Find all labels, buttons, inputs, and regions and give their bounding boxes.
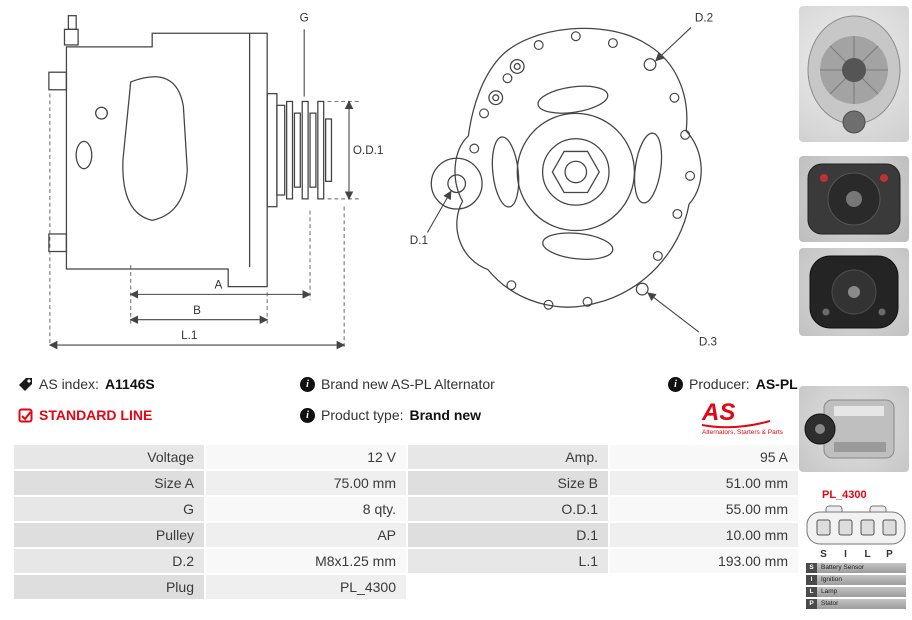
spec-row: Pulley AP D.1 10.00 mm — [14, 523, 798, 547]
product-photo-back-cover — [799, 248, 909, 336]
spec-label-cell: D.1 — [408, 523, 608, 547]
plug-pin-label-l: L — [864, 549, 870, 560]
product-type-row: i Product type: Brand new — [300, 407, 481, 423]
spec-label-cell — [408, 575, 608, 599]
legend-desc: Battery Sensor — [817, 563, 906, 573]
legend-row: I Ignition — [806, 575, 906, 585]
legend-pin: S — [806, 563, 817, 573]
legend-row: L Lamp — [806, 587, 906, 597]
legend-row: P Stator — [806, 599, 906, 609]
spec-value-cell: 8 qty. — [206, 497, 406, 521]
alternator-photo-front-icon — [807, 15, 901, 134]
dim-label-l1: L.1 — [181, 329, 197, 342]
spec-label-cell: D.2 — [14, 549, 204, 573]
product-photo-rear — [799, 156, 909, 242]
legend-desc: Stator — [817, 599, 906, 609]
spec-value-cell: 193.00 mm — [610, 549, 798, 573]
logo-tagline: Alternators, Starters & Parts — [702, 429, 784, 436]
alternator-photo-side-icon — [804, 399, 895, 459]
spec-label-cell: Plug — [14, 575, 204, 599]
legend-pin: L — [806, 587, 817, 597]
producer-value: AS-PL — [755, 376, 798, 392]
dim-label-od1: O.D.1 — [353, 144, 384, 157]
spec-label-cell: G — [14, 497, 204, 521]
spec-row: Voltage 12 V Amp. 95 A — [14, 445, 798, 469]
dim-label-d1: D.1 — [410, 234, 428, 247]
standard-line-row: STANDARD LINE — [18, 407, 152, 423]
spec-value-cell: PL_4300 — [206, 575, 406, 599]
spec-label-cell: O.D.1 — [408, 497, 608, 521]
dim-label-d2: D.2 — [695, 12, 713, 25]
spec-label-cell: Pulley — [14, 523, 204, 547]
info-icon: i — [300, 407, 315, 423]
legend-pin: P — [806, 599, 817, 609]
checkbox-icon — [18, 408, 33, 422]
product-type-label: Product type: — [321, 407, 404, 423]
spec-label-cell: Size B — [408, 471, 608, 495]
standard-line-text: STANDARD LINE — [39, 407, 153, 423]
plug-legend: S Battery Sensor I Ignition L Lamp P Sta… — [806, 563, 906, 611]
spec-label-cell: Voltage — [14, 445, 204, 469]
spec-table: Voltage 12 V Amp. 95 A Size A 75.00 mm S… — [12, 443, 800, 601]
spec-row: D.2 M8x1.25 mm L.1 193.00 mm — [14, 549, 798, 573]
product-photo-front — [799, 6, 909, 142]
alternator-front-drawing: D.2 D.1 D.3 — [410, 12, 717, 349]
as-index-label: AS index: — [39, 376, 99, 392]
spec-value-cell: 51.00 mm — [610, 471, 798, 495]
plug-diagram: S I L P — [806, 505, 906, 560]
plug-pin-label-p: P — [886, 549, 893, 560]
front-leader-lines — [426, 27, 700, 333]
dim-label-a: A — [215, 279, 223, 292]
tag-icon — [19, 377, 32, 391]
info-icon: i — [300, 376, 315, 392]
legend-pin: I — [806, 575, 817, 585]
spec-value-cell: AP — [206, 523, 406, 547]
front-body-outline — [430, 27, 702, 308]
legend-desc: Ignition — [817, 575, 906, 585]
alternator-photo-cover-icon — [809, 255, 899, 329]
brand-new-text: Brand new AS-PL Alternator — [321, 376, 495, 392]
plug-pin-label-s: S — [820, 549, 827, 560]
spec-label-cell: Amp. — [408, 445, 608, 469]
spec-value-cell: 55.00 mm — [610, 497, 798, 521]
plug-pin-label-i: I — [844, 549, 847, 560]
spec-value-cell: 75.00 mm — [206, 471, 406, 495]
side-dimension-lines — [48, 29, 354, 350]
spec-value-cell: 12 V — [206, 445, 406, 469]
spec-label-cell: Size A — [14, 471, 204, 495]
legend-row: S Battery Sensor — [806, 563, 906, 573]
plug-name: PL_4300 — [822, 489, 867, 501]
as-index-value: A1146S — [104, 376, 155, 392]
product-type-value: Brand new — [409, 407, 482, 423]
producer-row: i Producer: AS-PL — [668, 376, 798, 392]
product-photo-side — [799, 386, 909, 472]
spec-row: G 8 qty. O.D.1 55.00 mm — [14, 497, 798, 521]
plug-pins — [816, 519, 897, 536]
spec-value-cell: 10.00 mm — [610, 523, 798, 547]
dim-label-b: B — [193, 304, 201, 317]
info-icon: i — [668, 376, 683, 392]
spec-row: Plug PL_4300 — [14, 575, 798, 599]
spec-row: Size A 75.00 mm Size B 51.00 mm — [14, 471, 798, 495]
alternator-photo-rear-icon — [807, 163, 901, 235]
as-pl-logo: AS Alternators, Starters & Parts — [700, 398, 792, 441]
alternator-side-drawing: G O.D.1 A B L.1 — [48, 12, 384, 350]
front-holes — [469, 31, 696, 310]
logo-text: AS — [701, 399, 735, 426]
dim-label-d3: D.3 — [699, 336, 717, 349]
as-pl-logo-icon: AS Alternators, Starters & Parts — [701, 399, 784, 436]
producer-label: Producer: — [689, 376, 750, 392]
as-index-row: AS index: A1146S — [18, 376, 155, 392]
side-extension-lines — [49, 93, 359, 348]
spec-label-cell: L.1 — [408, 549, 608, 573]
spec-value-cell: 95 A — [610, 445, 798, 469]
dim-label-g: G — [300, 12, 309, 25]
legend-desc: Lamp — [817, 587, 906, 597]
brand-new-row: i Brand new AS-PL Alternator — [300, 376, 495, 392]
spec-value-cell — [610, 575, 798, 599]
spec-value-cell: M8x1.25 mm — [206, 549, 406, 573]
side-body-outline — [48, 15, 333, 288]
